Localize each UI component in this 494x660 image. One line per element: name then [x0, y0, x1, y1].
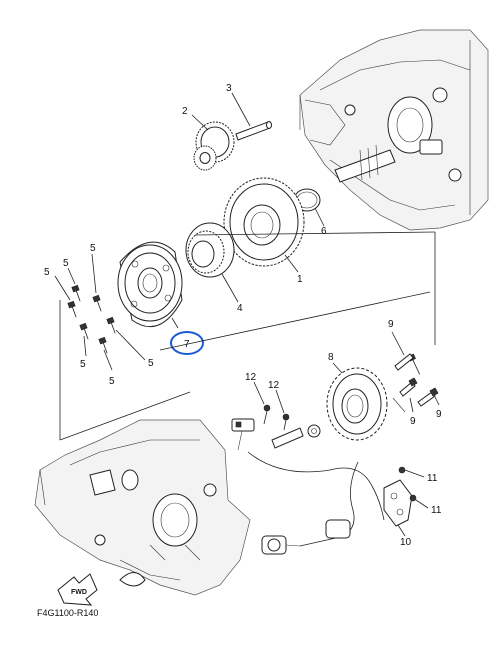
wiring-harness — [247, 451, 429, 555]
assembly-frame-lines — [59, 231, 436, 441]
label-part-8: 8 — [328, 352, 334, 363]
label-part-5-e: 5 — [109, 376, 115, 387]
part-5-bolts — [54, 253, 146, 371]
label-part-5-b: 5 — [63, 258, 69, 269]
label-part-7: 7 — [184, 339, 190, 350]
part-9-bolts — [391, 331, 440, 413]
crankcase-upper-drawing — [299, 29, 489, 231]
part-8-stator — [326, 362, 388, 441]
fwd-arrow: FWD — [57, 573, 98, 606]
label-part-3: 3 — [226, 83, 232, 94]
part-3-shaft — [231, 92, 272, 141]
label-part-5-c: 5 — [44, 267, 50, 278]
part-7-highlight-circle — [170, 331, 204, 355]
part-7-starter-clutch — [117, 241, 183, 329]
part-4-one-way-clutch — [185, 222, 239, 303]
label-part-6: 6 — [321, 226, 327, 237]
part-2-gear — [191, 114, 235, 171]
label-part-12-a: 12 — [245, 372, 257, 383]
label-part-9-b: 9 — [410, 416, 416, 427]
label-part-12-b: 12 — [268, 380, 280, 391]
drawing-code: F4G1100-R140 — [37, 608, 98, 618]
label-part-11-b: 11 — [431, 505, 442, 516]
crankcase-lower-drawing — [34, 419, 251, 596]
label-part-5-f: 5 — [148, 358, 154, 369]
label-part-9-c: 9 — [436, 409, 442, 420]
label-part-4: 4 — [237, 303, 243, 314]
fwd-text: FWD — [71, 589, 87, 596]
label-part-5-d: 5 — [80, 359, 86, 370]
part-12-bolts — [231, 381, 321, 451]
label-part-9-a: 9 — [388, 319, 394, 330]
label-part-10: 10 — [400, 537, 412, 548]
part-1-starter-gear — [223, 177, 305, 273]
label-part-1: 1 — [297, 274, 303, 285]
label-part-2: 2 — [182, 106, 188, 117]
label-part-5-a: 5 — [90, 243, 96, 254]
label-part-11-a: 11 — [427, 473, 438, 484]
